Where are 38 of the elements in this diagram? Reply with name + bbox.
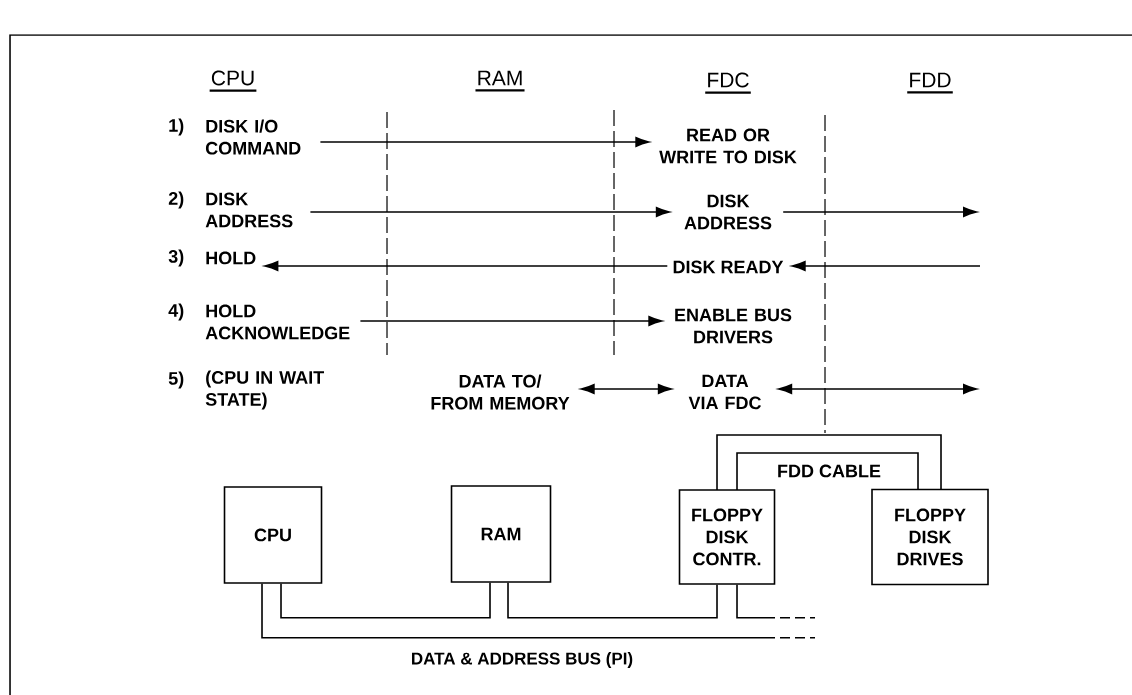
arrow [580, 384, 672, 394]
bus-line [261, 583, 766, 639]
column-heading: FDD [907, 72, 953, 94]
step-number: 3) [168, 249, 184, 267]
step-text: READ OR WRITE TO DISK [659, 128, 797, 164]
component-box: RAM [450, 485, 552, 583]
step-number: 4) [168, 303, 184, 321]
column-heading: CPU [209, 70, 257, 92]
step-text: DISK ADDRESS [205, 192, 293, 228]
bus-line [507, 582, 718, 619]
step-text: HOLD [206, 251, 256, 265]
component-box: FLOPPY DISK DRIVES [871, 488, 989, 586]
step-number: 1) [169, 118, 184, 136]
arrow [782, 207, 977, 217]
step-text: DISK ADDRESS [684, 194, 772, 230]
component-box: CPU [223, 486, 323, 584]
step-text: DATA TO/ FROM MEMORY [431, 374, 570, 410]
arrow [309, 207, 670, 217]
bus-line [280, 582, 491, 619]
step-text: (CPU IN WAIT STATE) [205, 370, 324, 410]
arrow [791, 261, 981, 271]
arrow [319, 137, 650, 147]
cable-band: FDD CABLE [716, 434, 942, 491]
step-number: 2) [168, 191, 184, 209]
column-heading: FDC [705, 72, 751, 94]
step-text: DISK READY [673, 260, 784, 274]
step-text: DATA VIA FDC [688, 374, 761, 410]
step-text: ENABLE BUS DRIVERS [675, 308, 792, 344]
step-text: HOLD ACKNOWLEDGE [205, 304, 350, 340]
arrow [778, 384, 977, 394]
bus-line [736, 584, 766, 619]
step-text: DISK I/O COMMAND [205, 119, 301, 155]
arrow [359, 316, 663, 326]
step-number: 5) [168, 371, 184, 389]
column-heading: RAM [475, 70, 525, 92]
arrow [264, 261, 669, 271]
component-box: FLOPPY DISK CONTR. [678, 489, 776, 585]
bus-label: DATA & ADDRESS BUS (PI) [412, 652, 633, 668]
